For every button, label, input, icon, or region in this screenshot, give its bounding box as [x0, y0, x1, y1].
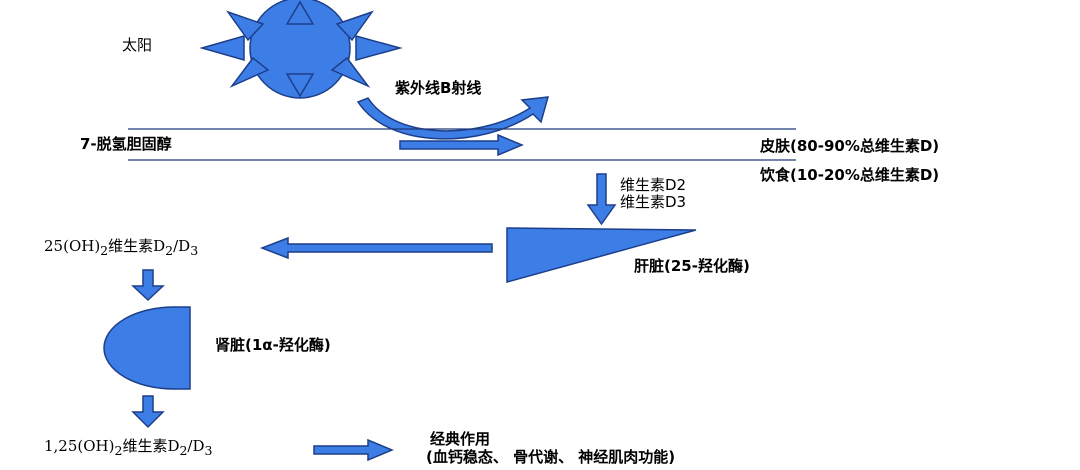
- sun-ray-n: [285, 0, 315, 25]
- sun-ray-s: [285, 73, 315, 98]
- calcidiol-label: 25(OH)2维生素D2/D3: [44, 237, 199, 259]
- sun-ray-nw: [226, 10, 265, 42]
- liver-label: 肝脏(25-羟化酶): [634, 257, 750, 275]
- to-liver-arrow: [586, 173, 617, 226]
- vitamin-d2-label: 维生素D2: [620, 176, 687, 194]
- uvb-label: 紫外线B射线: [395, 79, 482, 97]
- from-liver-arrow: [259, 236, 493, 260]
- sun-ray-ne: [335, 10, 374, 42]
- skin-label: 皮肤(80-90%总维生素D): [760, 137, 940, 155]
- kidney-label: 肾脏(1α-羟化酶): [215, 336, 331, 354]
- to-effects-arrow: [313, 438, 394, 462]
- vitamin-d3-label: 维生素D3: [620, 193, 687, 211]
- kidney-shape: [103, 306, 191, 390]
- diet-label: 饮食(10-20%总维生素D): [760, 166, 940, 184]
- liver-shape: [506, 227, 697, 283]
- sun-label: 太阳: [122, 36, 153, 54]
- to-kidney-arrow: [131, 269, 165, 302]
- skin-conversion-arrow: [399, 133, 524, 157]
- sun-ray-se: [330, 56, 371, 88]
- sun-ray-sw: [229, 56, 270, 88]
- classic-effects-detail: (血钙稳态、 骨代谢、 神经肌肉功能): [426, 448, 676, 466]
- sun-ray-w: [199, 35, 245, 61]
- uvb-curved-arrow: [356, 96, 550, 140]
- sun-disc: [249, 0, 351, 99]
- from-kidney-arrow: [131, 395, 165, 429]
- dehydrocholesterol-label: 7-脱氢胆固醇: [80, 135, 172, 153]
- classic-effects-label: 经典作用: [430, 430, 491, 448]
- sun-icon: [199, 0, 403, 99]
- calcitriol-label: 1,25(OH)2维生素D2/D3: [44, 437, 213, 459]
- sun-ray-e: [355, 35, 403, 61]
